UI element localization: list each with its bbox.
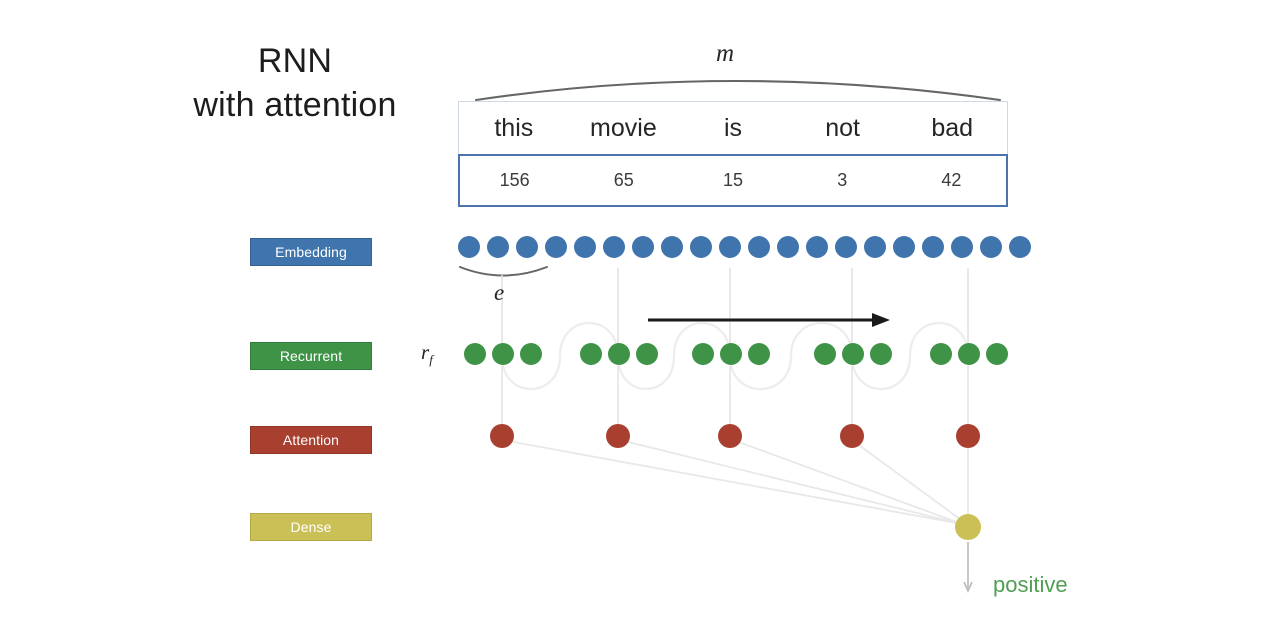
token-id-cell: 3 xyxy=(837,170,848,190)
recurrent-unit xyxy=(748,343,770,365)
recurrent-unit xyxy=(636,343,658,365)
recurrent-unit xyxy=(930,343,952,365)
attention-unit xyxy=(490,424,514,448)
attention-unit xyxy=(840,424,864,448)
embedding-unit xyxy=(748,236,770,258)
recurrent-unit xyxy=(720,343,742,365)
connectors-attention-to-dense xyxy=(507,440,969,525)
word-cell: this xyxy=(494,113,534,142)
word-cell: movie xyxy=(590,113,657,142)
token-id-cell: 156 xyxy=(499,170,530,190)
embedding-unit xyxy=(922,236,944,258)
embedding-unit xyxy=(835,236,857,258)
token-table: this movie is not bad 156 65 15 3 42 xyxy=(458,101,1008,207)
token-id-cell: 42 xyxy=(941,170,962,190)
recurrent-unit xyxy=(492,343,514,365)
connectors-table-to-embedding xyxy=(501,268,969,345)
recurrent-unit xyxy=(958,343,980,365)
embedding-unit xyxy=(951,236,973,258)
embedding-unit xyxy=(661,236,683,258)
token-id-cell: 65 xyxy=(613,170,634,190)
brace-e xyxy=(459,266,548,277)
embedding-unit xyxy=(458,236,480,258)
embedding-unit xyxy=(893,236,915,258)
page-title: RNN with attention xyxy=(150,40,440,127)
connectors-recurrent-to-attention xyxy=(501,366,969,428)
embedding-unit xyxy=(545,236,567,258)
title-line-2: with attention xyxy=(193,85,397,124)
label-recurrent-state-subscript: f xyxy=(429,352,433,368)
output-arrow xyxy=(963,542,973,593)
label-recurrent-state-base: r xyxy=(421,340,430,364)
embedding-unit xyxy=(719,236,741,258)
embedding-unit xyxy=(574,236,596,258)
attention-unit xyxy=(718,424,742,448)
word-cell: is xyxy=(723,113,743,142)
word-cell: not xyxy=(825,113,860,142)
direction-arrow xyxy=(648,313,890,327)
table-row-words: this movie is not bad xyxy=(458,101,1008,155)
recurrent-unit xyxy=(842,343,864,365)
attention-unit xyxy=(956,424,980,448)
recurrent-unit xyxy=(692,343,714,365)
embedding-unit xyxy=(980,236,1002,258)
dense-unit xyxy=(955,514,981,540)
label-recurrent-state: rf xyxy=(421,340,433,368)
attention-unit xyxy=(606,424,630,448)
embedding-unit xyxy=(603,236,625,258)
embedding-unit xyxy=(516,236,538,258)
recurrent-unit xyxy=(608,343,630,365)
title-line-1: RNN xyxy=(257,42,333,80)
recurrent-unit xyxy=(464,343,486,365)
recurrent-unit xyxy=(814,343,836,365)
brace-m xyxy=(474,79,1002,102)
label-embedding-size: e xyxy=(494,280,505,305)
embedding-unit xyxy=(690,236,712,258)
embedding-unit xyxy=(1009,236,1031,258)
label-sequence-length: m xyxy=(716,40,735,67)
output-label: positive xyxy=(993,572,1068,597)
recurrent-unit xyxy=(520,343,542,365)
layer-badge-embedding: Embedding xyxy=(250,238,372,266)
table-row-token-ids: 156 65 15 3 42 xyxy=(458,154,1008,207)
recurrent-unit xyxy=(986,343,1008,365)
layer-badge-dense: Dense xyxy=(250,513,372,541)
embedding-unit xyxy=(632,236,654,258)
recurrent-unit xyxy=(580,343,602,365)
embedding-unit xyxy=(777,236,799,258)
layer-badge-attention: Attention xyxy=(250,426,372,454)
layer-badge-recurrent: Recurrent xyxy=(250,342,372,370)
token-id-cell: 15 xyxy=(722,170,744,190)
embedding-unit xyxy=(864,236,886,258)
embedding-unit xyxy=(806,236,828,258)
word-cell: bad xyxy=(931,113,974,142)
recurrent-unit xyxy=(870,343,892,365)
embedding-unit xyxy=(487,236,509,258)
